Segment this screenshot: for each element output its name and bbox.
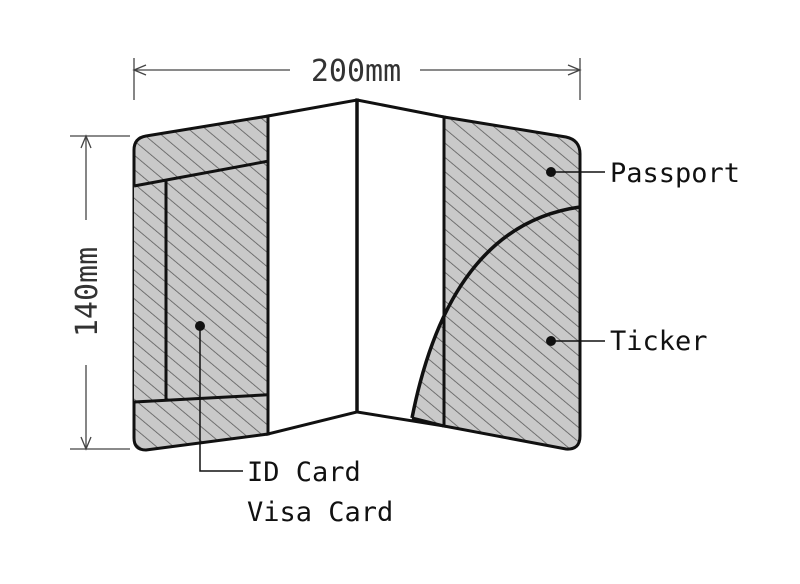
passport-leader: [546, 167, 605, 177]
id-card-label: ID Card: [247, 457, 361, 488]
visa-card-label: Visa Card: [247, 497, 393, 528]
id-card-leader: [195, 321, 243, 472]
ticker-label: Ticker: [610, 326, 708, 357]
width-dimension: [132, 58, 582, 100]
ticket-pocket: [410, 117, 581, 428]
height-dimension: [70, 134, 130, 451]
passport-label: Passport: [610, 158, 740, 189]
height-label: 140mm: [70, 247, 105, 337]
width-label: 200mm: [311, 54, 401, 89]
inner-pages: [266, 98, 446, 436]
ticker-leader: [546, 336, 605, 346]
